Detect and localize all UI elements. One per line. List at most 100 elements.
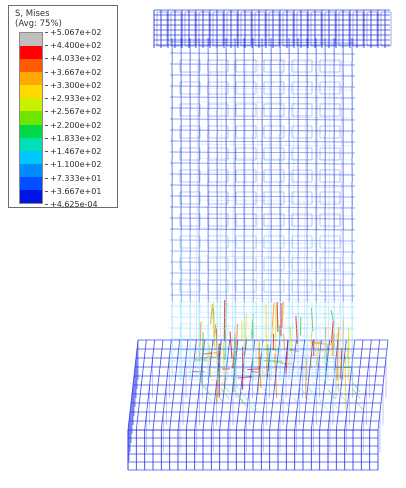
stress-hotspot-line <box>316 342 320 367</box>
wall-horizontal-line <box>169 261 356 264</box>
wall-horizontal-line <box>169 151 356 154</box>
wall-stirrup <box>207 257 229 271</box>
wall-stirrup <box>263 103 285 117</box>
footing-stress-line <box>221 382 230 393</box>
footing-stress-line <box>201 382 211 393</box>
stress-hotspot-line <box>244 314 247 351</box>
wall-stirrup <box>291 169 313 183</box>
footing-stress-line <box>297 384 307 395</box>
wall-horizontal-line <box>169 184 356 187</box>
back-horizontal-line <box>197 143 353 147</box>
wall-stirrup <box>291 147 313 161</box>
back-vertical-line <box>231 59 235 381</box>
footing-stress-line <box>292 397 302 408</box>
stress-hotspot-line <box>344 355 347 409</box>
wall-horizontal-line <box>169 63 356 66</box>
wall-stirrup <box>291 103 313 117</box>
wall-stirrup <box>207 191 229 205</box>
legend-swatch <box>20 111 42 125</box>
legend-label: +2.567e+02 <box>45 107 101 116</box>
wall-horizontal-line <box>169 118 356 121</box>
wall-horizontal-line <box>169 228 356 231</box>
wall-stirrup <box>235 367 257 381</box>
cap-stirrup <box>380 11 392 47</box>
footing-stress-line <box>204 393 214 404</box>
back-vertical-line <box>219 59 223 381</box>
back-horizontal-line <box>197 213 353 217</box>
legend-label: +7.333e+01 <box>45 174 101 183</box>
wall-stirrup <box>291 345 313 359</box>
wall-stirrup <box>235 257 257 271</box>
legend-label: +1.100e+02 <box>45 160 101 169</box>
back-vertical-line <box>195 59 199 381</box>
wall-stirrup <box>291 59 313 73</box>
cap-stirrup <box>310 11 322 47</box>
wall-horizontal-line <box>169 305 356 308</box>
wall-stirrup <box>319 345 341 359</box>
wall-stirrup <box>235 323 257 337</box>
back-horizontal-line <box>197 241 353 245</box>
footing-stress-line <box>304 381 314 393</box>
cap-stirrup <box>184 11 196 47</box>
legend-swatch <box>20 137 42 151</box>
wall-stirrup <box>263 81 285 95</box>
wall-stirrup <box>179 345 201 359</box>
wall-stirrup <box>207 169 229 183</box>
wall-horizontal-line <box>169 239 356 242</box>
wall-horizontal-line <box>169 360 356 363</box>
back-horizontal-line <box>197 297 353 301</box>
wall-stirrup <box>179 169 201 183</box>
cap-stirrup <box>352 11 364 47</box>
wall-stirrup <box>263 169 285 183</box>
footing-stress-line <box>307 387 317 399</box>
wall-stirrup <box>207 213 229 227</box>
back-horizontal-line <box>197 59 353 63</box>
cap-stirrup <box>156 11 168 47</box>
legend-swatch <box>20 150 42 164</box>
back-vertical-line <box>327 59 331 381</box>
wall-mesh <box>169 37 356 381</box>
footing-stress-line <box>327 388 336 400</box>
cap-stirrup <box>282 11 294 47</box>
wall-horizontal-line <box>169 173 356 176</box>
legend-swatch <box>20 176 42 190</box>
back-horizontal-line <box>197 87 353 91</box>
legend-swatch <box>20 85 42 99</box>
wall-stirrup <box>179 147 201 161</box>
legend-label: +4.400e+02 <box>45 41 101 50</box>
footing-stress-line <box>240 391 249 402</box>
wall-stirrup <box>179 213 201 227</box>
stress-hotspot-line <box>340 348 343 379</box>
back-horizontal-line <box>197 325 353 329</box>
wall-stirrup <box>207 279 229 293</box>
wall-stirrup <box>207 125 229 139</box>
footing-stress-line <box>332 401 341 412</box>
wall-horizontal-line <box>169 349 356 352</box>
legend-label: +1.467e+02 <box>45 147 101 156</box>
wall-stirrup <box>235 279 257 293</box>
wall-stirrup <box>179 191 201 205</box>
wall-stirrup <box>235 147 257 161</box>
wall-back-layer <box>195 59 353 381</box>
wall-stirrup <box>263 323 285 337</box>
stress-hotspot-line <box>282 333 286 351</box>
wall-horizontal-line <box>169 162 356 165</box>
cap-stirrup <box>198 11 210 47</box>
stress-hotspot-line <box>276 302 279 332</box>
wall-stirrup <box>235 81 257 95</box>
legend-swatch <box>20 98 42 112</box>
footing-stress-line <box>351 387 361 399</box>
stress-hotspot-line <box>237 376 253 379</box>
footing-stress-line <box>312 395 322 407</box>
back-horizontal-line <box>197 269 353 273</box>
wall-stirrup <box>179 257 201 271</box>
stress-hotspot-line <box>229 331 233 358</box>
legend-swatch <box>20 72 42 86</box>
cap-stirrup <box>324 11 336 47</box>
stress-hotspot-line <box>281 301 284 328</box>
wall-horizontal-line <box>169 283 356 286</box>
wall-stirrup <box>207 301 229 315</box>
wall-stirrup <box>263 367 285 381</box>
